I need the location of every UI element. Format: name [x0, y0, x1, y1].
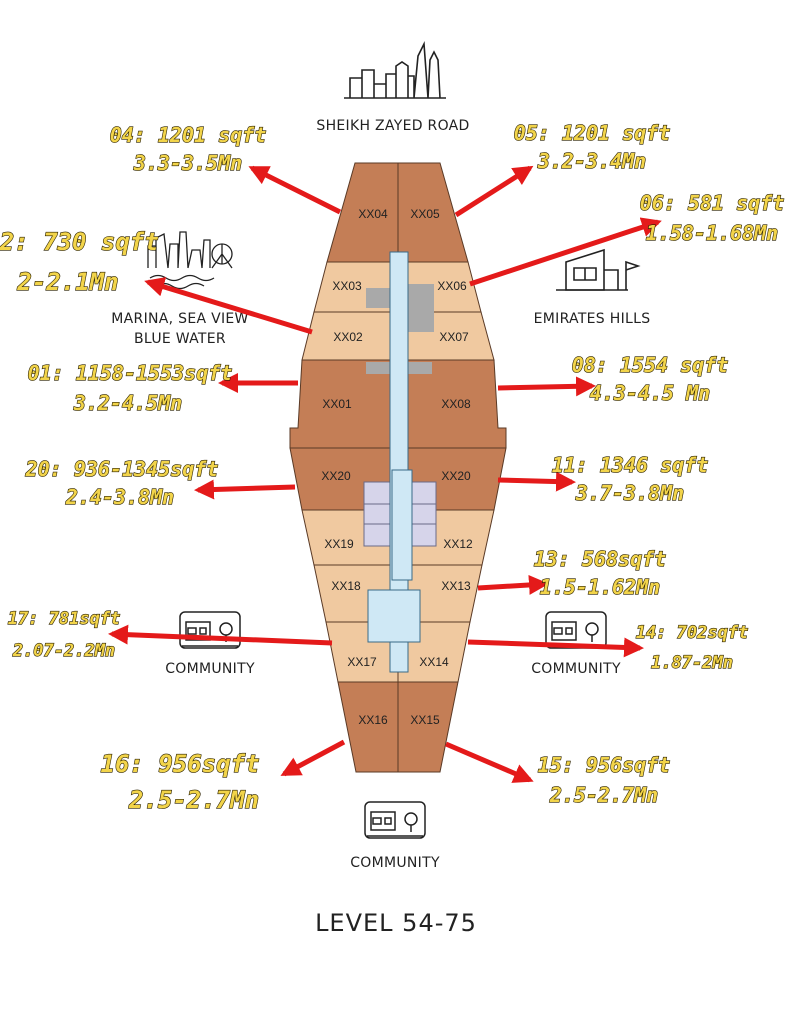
- arrow-06: [469, 217, 662, 287]
- unit-label: XX17: [347, 655, 377, 669]
- city-skyline-icon: [344, 41, 446, 99]
- villa-icon: [556, 248, 641, 291]
- annotation-01-area: 01: 1158-1553sqft: [28, 361, 233, 385]
- unit-label: XX02: [333, 330, 363, 344]
- annotation-08-area: 08: 1554 sqft: [572, 353, 729, 377]
- annotation-20-area: 20: 936-1345sqft: [25, 457, 219, 481]
- unit-label: XX01: [322, 397, 352, 411]
- annotations: 04: 1201 sqft 3.3-3.5Mn 05: 1201 sqft 3.…: [0, 120, 785, 814]
- unit-label: XX03: [332, 279, 362, 293]
- unit-label: XX13: [441, 579, 471, 593]
- level-label: LEVEL 54-75: [315, 909, 477, 937]
- annotation-04-price: 3.3-3.5Mn: [133, 151, 242, 175]
- arrow-02: [144, 277, 313, 335]
- annotation-15-price: 2.5-2.7Mn: [549, 783, 658, 807]
- direction-left-mid-label: COMMUNITY: [165, 661, 255, 677]
- annotation-05-price: 3.2-3.4Mn: [537, 149, 646, 173]
- direction-bottom-label: COMMUNITY: [350, 855, 440, 871]
- community-house-icon: [364, 801, 426, 839]
- unit-xx15: [397, 681, 459, 773]
- unit-label: XX18: [331, 579, 361, 593]
- annotation-20-price: 2.4-3.8Mn: [65, 485, 174, 509]
- arrows: [108, 165, 662, 783]
- annotation-16-area: 16: 956sqft: [101, 750, 260, 778]
- marina-skyline-icon: [147, 231, 233, 290]
- annotation-16-price: 2.5-2.7Mn: [128, 786, 259, 814]
- unit-label: XX20: [321, 469, 351, 483]
- annotation-05-area: 05: 1201 sqft: [514, 121, 671, 145]
- unit-label: XX20: [441, 469, 471, 483]
- annotation-06-price: 1.58-1.68Mn: [646, 221, 778, 245]
- annotation-11-price: 3.7-3.8Mn: [575, 481, 684, 505]
- arrow-15: [445, 741, 534, 783]
- annotation-17-price: 2.07-2.2Mn: [12, 641, 115, 661]
- unit-label: XX06: [437, 279, 467, 293]
- unit-label: XX15: [410, 713, 440, 727]
- annotation-14-area: 14: 702sqft: [636, 623, 749, 643]
- arrow-14: [467, 637, 644, 658]
- annotation-08-price: 4.3-4.5 Mn: [590, 381, 710, 405]
- unit-label: XX08: [441, 397, 471, 411]
- annotation-15-area: 15: 956sqft: [538, 753, 670, 777]
- building-core: [363, 251, 437, 673]
- annotation-14-price: 1.87-2Mn: [651, 653, 733, 673]
- annotation-02-price: 2-2.1Mn: [16, 268, 118, 296]
- unit-label: XX04: [358, 207, 388, 221]
- annotation-13-area: 13: 568sqft: [534, 547, 666, 571]
- direction-right-mid-label: COMMUNITY: [531, 661, 621, 677]
- arrow-04: [248, 165, 342, 215]
- arrow-20: [194, 479, 296, 500]
- unit-labels: XX04 XX05 XX03 XX06 XX02 XX07 XX01 XX08 …: [321, 207, 473, 727]
- annotation-13-price: 1.5-1.62Mn: [540, 575, 660, 599]
- arrow-17: [108, 624, 333, 646]
- annotation-02-area: 02: 730 sqft: [0, 228, 159, 256]
- unit-label: XX05: [410, 207, 440, 221]
- arrow-08: [497, 376, 596, 397]
- unit-label: XX19: [324, 537, 354, 551]
- annotation-17-area: 17: 781sqft: [8, 609, 121, 629]
- direction-left-top-label-2: BLUE WATER: [134, 331, 226, 347]
- unit-label: XX14: [419, 655, 449, 669]
- unit-label: XX16: [358, 713, 388, 727]
- unit-xx16: [337, 681, 399, 773]
- annotation-06-area: 06: 581 sqft: [640, 191, 785, 215]
- arrow-05: [454, 165, 534, 218]
- arrow-13: [477, 574, 549, 595]
- direction-left-top-label-1: MARINA, SEA VIEW: [111, 311, 248, 327]
- unit-label: XX07: [439, 330, 469, 344]
- community-house-icon: [179, 611, 241, 649]
- unit-label: XX12: [443, 537, 473, 551]
- arrow-11: [497, 471, 576, 492]
- arrow-16: [280, 739, 346, 777]
- direction-top-label: SHEIKH ZAYED ROAD: [316, 118, 469, 134]
- annotation-11-area: 11: 1346 sqft: [552, 453, 709, 477]
- annotation-01-price: 3.2-4.5Mn: [73, 391, 182, 415]
- annotation-04-area: 04: 1201 sqft: [110, 123, 267, 147]
- direction-right-top-label: EMIRATES HILLS: [534, 311, 651, 327]
